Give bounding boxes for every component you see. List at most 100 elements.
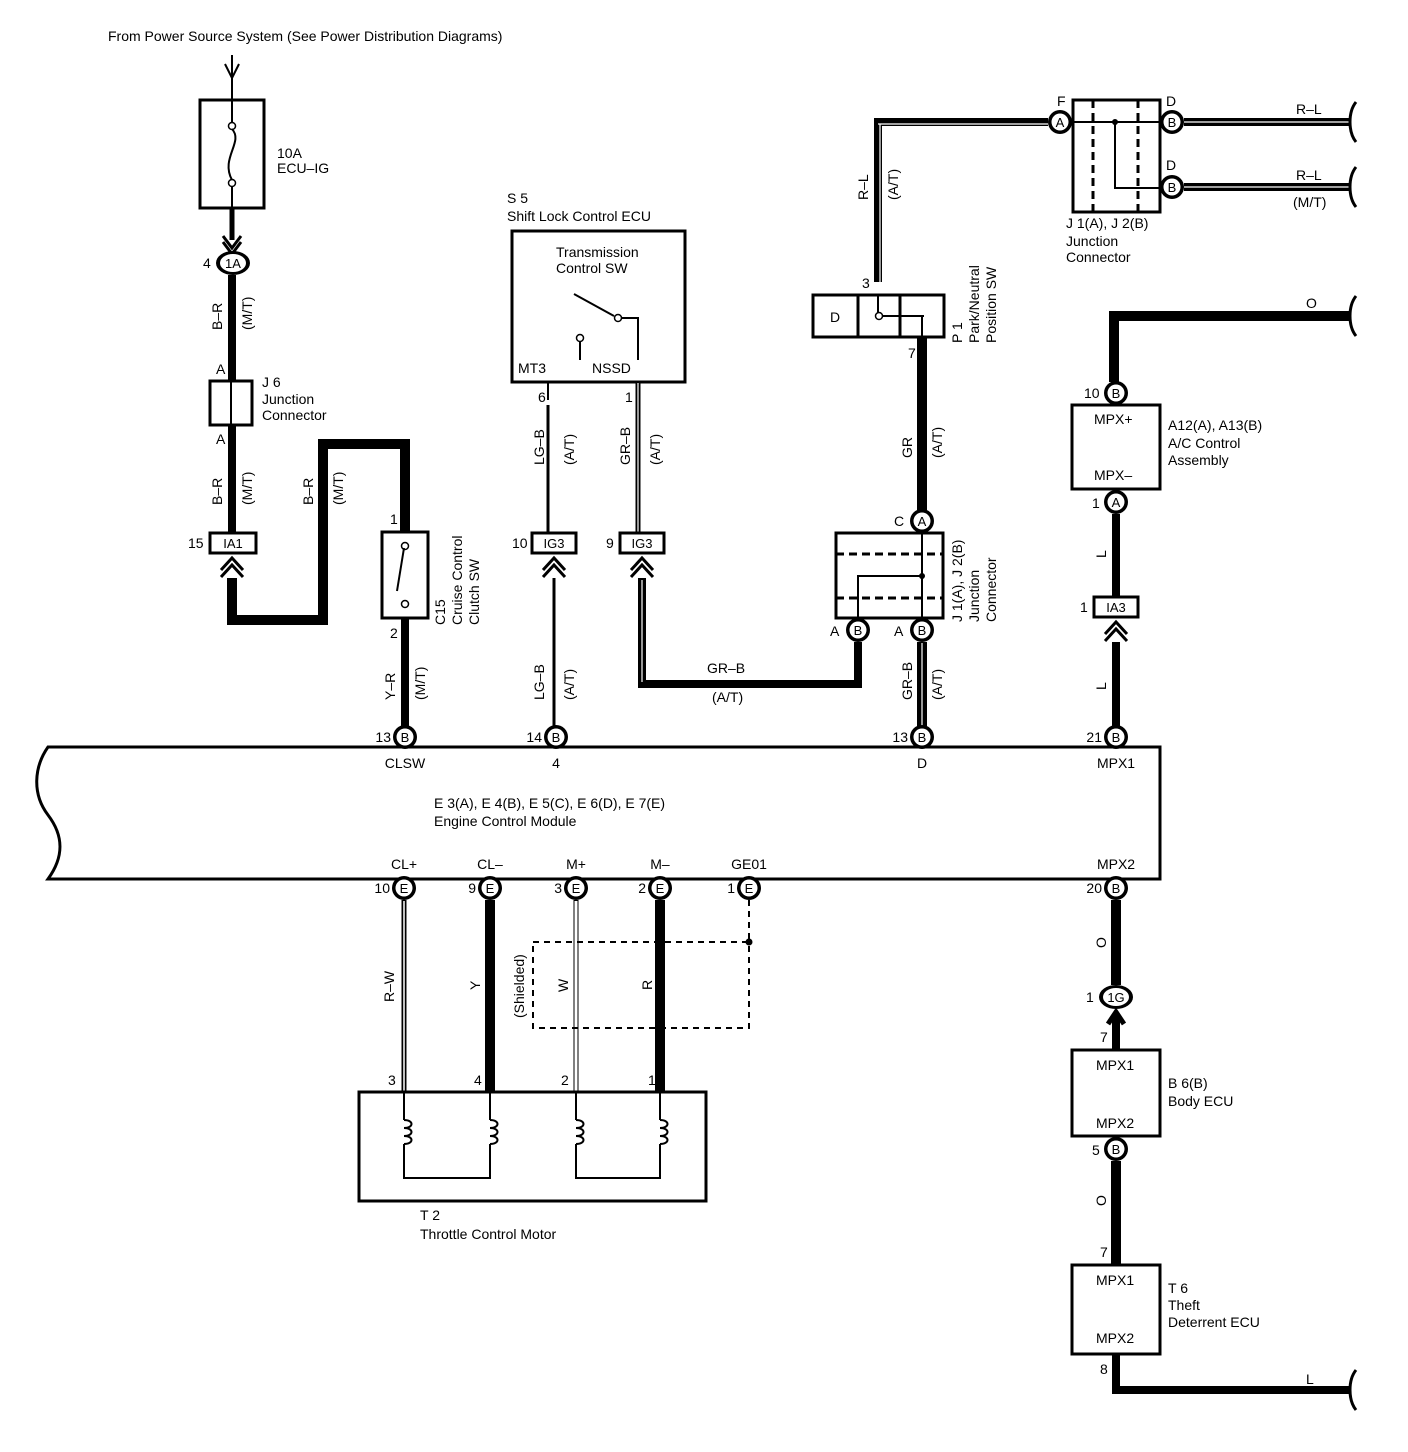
ac-connector-b: B — [1104, 381, 1128, 405]
throttle-name: Throttle Control Motor — [420, 1226, 556, 1242]
body-mpx2: MPX2 — [1096, 1115, 1134, 1131]
ecm-bottom-pin-number: 9 — [468, 880, 476, 896]
ecm-top-pin-label: CLSW — [385, 755, 426, 771]
body-connector-b: B — [1104, 1137, 1128, 1161]
shift-lock-name: Shift Lock Control ECU — [507, 208, 651, 224]
pn-term-d: D — [830, 309, 840, 325]
ac-connector-a: A — [1104, 490, 1128, 514]
body-name: Body ECU — [1168, 1093, 1233, 1109]
ecm-top-pin-letter: B — [918, 730, 927, 745]
pin-ig3-9: 9 — [606, 535, 614, 551]
wire-lgb-1: LG–B — [531, 429, 547, 465]
wire-at-1: (A/T) — [561, 434, 577, 465]
jc-top-pin-d2: D — [1166, 157, 1176, 173]
wire-o-3: O — [1093, 1195, 1109, 1206]
wire-rl-2: R–L — [1296, 101, 1322, 117]
j6-code: J 6 — [262, 374, 281, 390]
ecm-bottom-pin-letter: E — [656, 881, 665, 896]
throttle-control-motor — [357, 1090, 708, 1203]
ecm-bottom-pin-letter: E — [572, 881, 581, 896]
pn-pin-7: 7 — [908, 345, 916, 361]
theft-mpx2: MPX2 — [1096, 1330, 1134, 1346]
wire-at-3: (A/T) — [561, 669, 577, 700]
pn-name-2: Position SW — [983, 266, 999, 343]
body-pin-5: 5 — [1092, 1142, 1100, 1158]
fuse-rating: 10A — [277, 145, 303, 161]
wire-mt-2: (M/T) — [239, 472, 255, 505]
ac-pin-10: 10 — [1084, 385, 1100, 401]
theft-code: T 6 — [1168, 1280, 1188, 1296]
svg-text:B: B — [1168, 180, 1177, 195]
throttle-pin-1: 1 — [648, 1072, 656, 1088]
ecm-name: Engine Control Module — [434, 813, 577, 829]
jc-top-connector-b1: B — [1160, 110, 1184, 134]
wire-grb-1: GR–B — [617, 427, 633, 465]
connector-ig3-10 — [530, 531, 578, 555]
ac-pin-1: 1 — [1092, 495, 1100, 511]
jc-mid-connector-b1: B — [846, 618, 870, 642]
body-code: B 6(B) — [1168, 1075, 1208, 1091]
svg-text:A: A — [918, 514, 927, 529]
shift-lock-pin-6: 6 — [538, 389, 546, 405]
jc-top-connector-a: A — [1048, 110, 1072, 134]
motor-coil-3 — [575, 1092, 661, 1179]
pin-ig3-10: 10 — [512, 535, 528, 551]
wire-w: W — [555, 978, 571, 992]
wire-yr: Y–R — [382, 673, 398, 700]
ecm-bottom-pin-number: 3 — [554, 880, 562, 896]
c15-name-2: Clutch SW — [466, 558, 482, 625]
svg-text:IG3: IG3 — [632, 536, 653, 551]
c15-code: C15 — [432, 599, 448, 625]
pin-ia3-1: 1 — [1080, 599, 1088, 615]
ecm-bottom-pin-letter: E — [745, 881, 754, 896]
connector-1g: 1G — [1099, 985, 1133, 1009]
j6-pin-a-top: A — [216, 361, 226, 377]
engine-control-module — [35, 745, 1162, 881]
c15-name-1: Cruise Control — [449, 536, 465, 625]
ecm-bottom-pin-number: 10 — [374, 880, 390, 896]
svg-text:IA1: IA1 — [223, 536, 243, 551]
jc-top-pin-d1: D — [1166, 93, 1176, 109]
c15-pin-1: 1 — [390, 511, 398, 527]
shift-lock-code: S 5 — [507, 190, 528, 206]
svg-text:B: B — [1168, 115, 1177, 130]
theft-pin-7: 7 — [1100, 1244, 1108, 1260]
ac-code: A12(A), A13(B) — [1168, 417, 1262, 433]
ecm-top-pin-number: 13 — [892, 729, 908, 745]
ecm-bottom-pin-2: E3M+ — [554, 856, 588, 900]
jc-top-name-1: Junction — [1066, 233, 1118, 249]
jc-mid-pin-a2: A — [894, 623, 904, 639]
jc-mid-code: J 1(A), J 2(B) — [949, 540, 965, 622]
mt3-label: MT3 — [518, 360, 546, 376]
wire-grb-2: GR–B — [707, 660, 745, 676]
ac-control-assembly — [1070, 403, 1162, 491]
theft-name-1: Theft — [1168, 1297, 1200, 1313]
wire-l-1: L — [1093, 550, 1109, 558]
ecm-top-pin-label: D — [917, 755, 927, 771]
motor-coil-2 — [489, 1092, 499, 1145]
svg-text:1A: 1A — [225, 256, 241, 271]
motor-coil-4 — [659, 1092, 669, 1145]
connector-ig3-9 — [618, 531, 666, 555]
svg-text:IG3: IG3 — [544, 536, 565, 551]
j6-pin-a-bot: A — [216, 431, 226, 447]
power-input-arrow — [224, 55, 240, 100]
pin-ia1-15: 15 — [188, 535, 204, 551]
j6-name-1: Junction — [262, 391, 314, 407]
connector-ia3 — [1092, 595, 1140, 619]
wire-rl-3: R–L — [1296, 167, 1322, 183]
theft-name-2: Deterrent ECU — [1168, 1314, 1260, 1330]
wire-break-3 — [1348, 295, 1358, 337]
ecm-top-pin-label: 4 — [552, 755, 560, 771]
svg-text:1G: 1G — [1107, 990, 1124, 1005]
throttle-pin-2: 2 — [561, 1072, 569, 1088]
ecm-bottom-pin-label: MPX2 — [1097, 856, 1135, 872]
pin-1g-7: 7 — [1100, 1029, 1108, 1045]
trans-sw-name-2: Control SW — [556, 260, 628, 276]
ecm-codes: E 3(A), E 4(B), E 5(C), E 6(D), E 7(E) — [434, 795, 665, 811]
ecm-top-pin-letter: B — [552, 730, 561, 745]
